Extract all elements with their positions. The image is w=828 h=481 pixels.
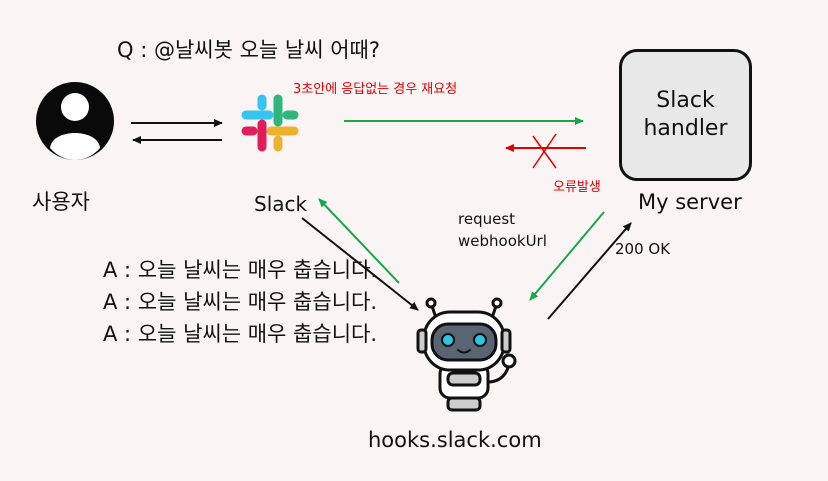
ok-label: 200 OK bbox=[615, 240, 671, 258]
handler-box-line1: Slack bbox=[656, 88, 715, 113]
user-label: 사용자 bbox=[32, 190, 90, 214]
arrow-hooks-to-server bbox=[547, 222, 632, 320]
answer-line: A : 오늘 날씨는 매우 춥습니다. bbox=[103, 258, 378, 282]
request-label-line1: request bbox=[458, 210, 516, 228]
robot-icon bbox=[416, 297, 517, 412]
slack-label: Slack bbox=[254, 192, 308, 216]
arrow-slack-to-hooks bbox=[301, 217, 419, 311]
retry-note: 3초안에 응답없는 경우 재요청 bbox=[293, 82, 458, 97]
answer-line: A : 오늘 날씨는 매우 춥습니다. bbox=[103, 322, 378, 346]
error-note: 오류발생 bbox=[553, 180, 601, 195]
slack-logo-icon bbox=[241, 94, 299, 152]
server-label: My server bbox=[638, 190, 742, 214]
handler-box-line2: handler bbox=[643, 116, 728, 141]
hooks-label: hooks.slack.com bbox=[368, 428, 542, 452]
arrow-hooks-to-slack bbox=[318, 198, 400, 284]
answer-line: A : 오늘 날씨는 매우 춥습니다. bbox=[103, 290, 378, 314]
failure-cross-icon bbox=[532, 133, 557, 169]
slack-handler-box: Slack handler bbox=[619, 49, 752, 181]
arrow-server-to-hooks bbox=[529, 211, 605, 301]
request-label-line2: webhookUrl bbox=[458, 232, 547, 250]
user-question: Q : @날씨봇 오늘 날씨 어때? bbox=[117, 38, 381, 62]
request-webhook-label: request webhookUrl bbox=[458, 208, 547, 252]
user-avatar-icon bbox=[36, 82, 114, 160]
